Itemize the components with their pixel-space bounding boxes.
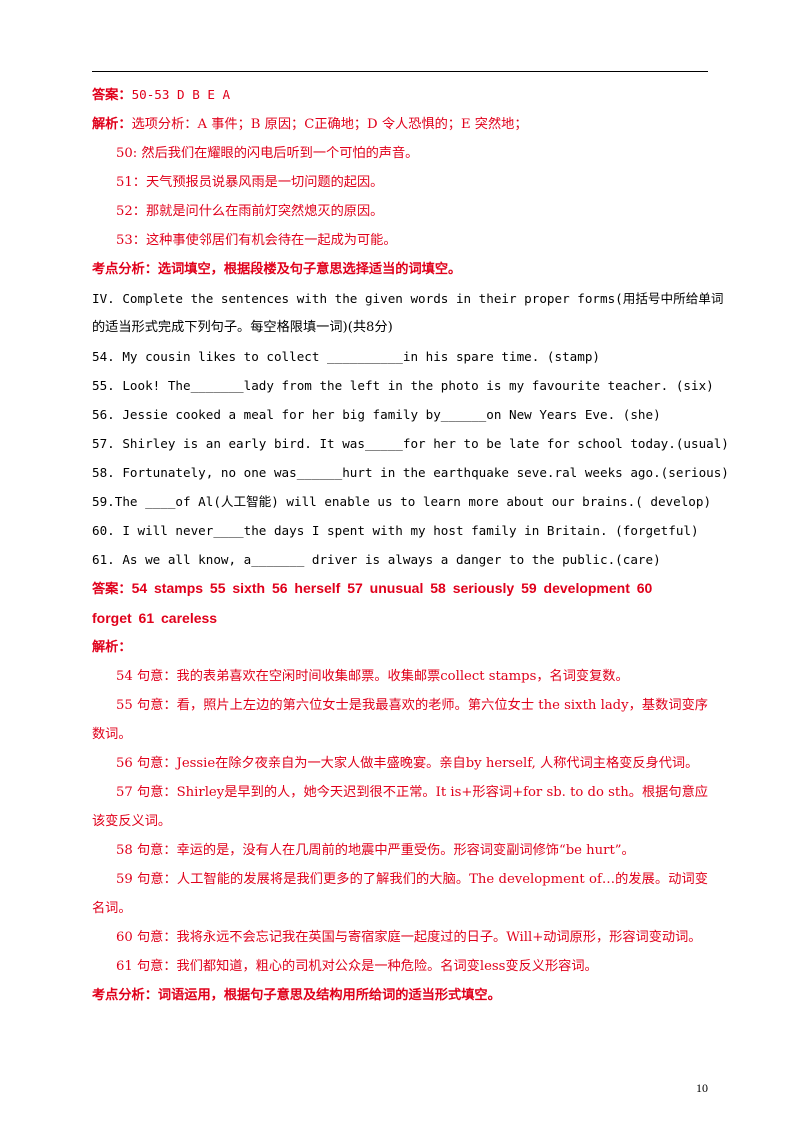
analysis-item-57: 57 句意：Shirley是早到的人，她今天迟到很不正常。It is+形容词+f… [92,785,708,829]
kaodian-54-61: 考点分析：词语运用，根据句子意思及结构用所给词的适当形式填空。 [92,988,501,1003]
document-body: 答案：50-53 D B E A 解析：选项分析：A 事件；B 原因；C正确地；… [92,80,729,1010]
header-rule [92,71,708,72]
analysis-54-61-label: 解析： [92,640,132,655]
question-59: 59.The ____of Al(人工智能) will enable us to… [92,494,712,509]
question-55: 55. Look! The_______lady from the left i… [92,378,714,393]
question-58: 58. Fortunately, no one was______hurt in… [92,465,729,480]
answer-54-61-cont: forget 61 careless [92,610,218,626]
kaodian-50-53: 考点分析：选词填空，根据段楼及句子意思选择适当的词填空。 [92,262,462,277]
section-iv-instruction-cont: 的适当形式完成下列句子。每空格限填一词)(共8分) [92,320,393,335]
analysis-item: 52：那就是问什么在雨前灯突然熄灭的原因。 [116,204,384,219]
analysis-item-56: 56 句意：Jessie在除夕夜亲自为一大家人做丰盛晚宴。亲自by hersel… [116,756,699,771]
question-56: 56. Jessie cooked a meal for her big fam… [92,407,661,422]
analysis-50-53: 解析：选项分析：A 事件；B 原因；C正确地；D 令人恐惧的；E 突然地； [92,117,528,132]
analysis-item-54: 54 句意：我的表弟喜欢在空闲时间收集邮票。收集邮票collect stamps… [116,669,629,684]
answer-50-53: 答案：50-53 D B E A [92,87,231,103]
question-54: 54. My cousin likes to collect _________… [92,349,600,364]
question-57: 57. Shirley is an early bird. It was____… [92,436,729,451]
analysis-item-61: 61 句意：我们都知道，粗心的司机对公众是一种危险。名词变less变反义形容词。 [116,959,598,974]
answer-54-61: 答案：54 stamps 55 sixth 56 herself 57 unus… [92,580,653,597]
question-61: 61. As we all know, a_______ driver is a… [92,552,661,567]
analysis-item-58: 58 句意：幸运的是，没有人在几周前的地震中严重受伤。形容词变副词修饰“be h… [116,843,635,858]
analysis-item: 53：这种事使邻居们有机会待在一起成为可能。 [116,233,397,248]
analysis-item: 50: 然后我们在耀眼的闪电后听到一个可怕的声音。 [116,146,419,161]
analysis-item-59: 59 句意：人工智能的发展将是我们更多的了解我们的大脑。The developm… [92,872,708,916]
question-60: 60. I will never____the days I spent wit… [92,523,699,538]
analysis-item-60: 60 句意：我将永远不会忘记我在英国与寄宿家庭一起度过的日子。Will+动词原形… [116,930,702,945]
analysis-item-55: 55 句意：看，照片上左边的第六位女士是我最喜欢的老师。第六位女士 the si… [92,698,708,742]
page-number: 10 [696,1081,708,1095]
analysis-item: 51：天气预报员说暴风雨是一切问题的起因。 [116,175,384,190]
section-iv-instruction: IV. Complete the sentences with the give… [92,291,724,306]
